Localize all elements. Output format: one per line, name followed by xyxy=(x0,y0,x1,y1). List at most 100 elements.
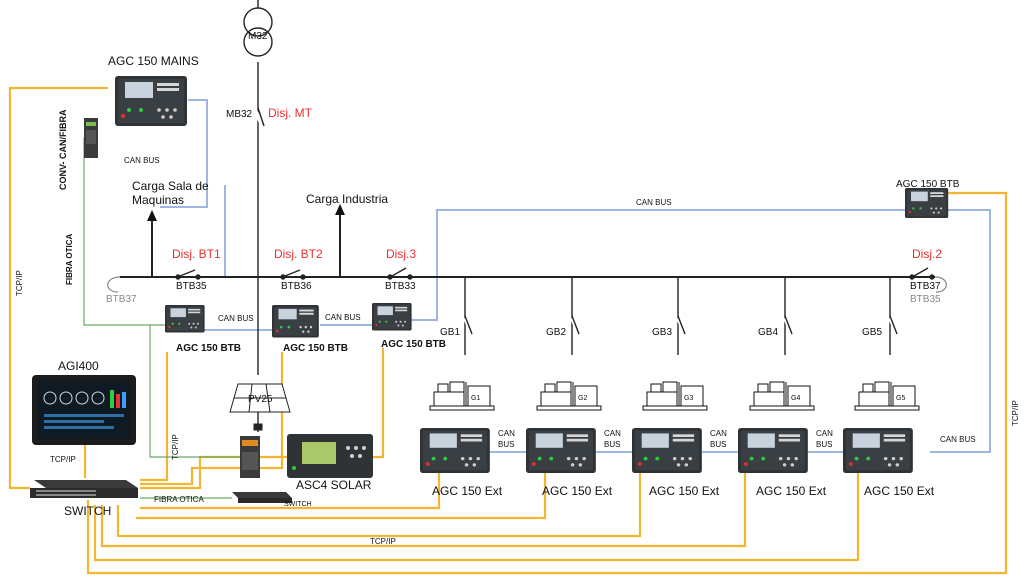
asc4-solar-controller xyxy=(287,434,373,478)
transformer-label: M32 xyxy=(248,31,268,42)
agc-150-ext-2 xyxy=(526,428,596,473)
can-fibra-converter xyxy=(84,118,98,158)
disj-3-label: Disj.3 xyxy=(386,247,416,261)
transformer-m32 xyxy=(243,0,273,57)
gb5-label: GB5 xyxy=(862,327,882,338)
genset-g5 xyxy=(854,381,920,411)
disj-mt-label: Disj. MT xyxy=(268,106,313,120)
can-bus-label-2: CAN BUS xyxy=(325,313,361,322)
labels: AGC 150 MAINS CONV- CAN/FIBRA CAN BUS Ca… xyxy=(15,54,1020,546)
tcp-ip-link-ext1 xyxy=(140,472,441,510)
arrow-carga-industria xyxy=(335,204,345,215)
can-ext-2b: BUS xyxy=(604,440,620,449)
g2-label: G2 xyxy=(578,395,587,402)
tcp-ip-bottom-label: TCP/IP xyxy=(370,537,396,546)
pv-panel xyxy=(229,383,291,431)
disj-bt2-label: Disj. BT2 xyxy=(274,247,323,261)
btb33-label: BTB33 xyxy=(385,281,416,292)
agc-ext-label-5: AGC 150 Ext xyxy=(864,484,935,498)
breaker-disj2 xyxy=(909,267,935,280)
can-bus-link-btb-right xyxy=(930,209,991,453)
busbar-loop-left xyxy=(107,276,121,293)
carga-industria-label: Carga Industria xyxy=(306,192,388,206)
g1-label: G1 xyxy=(471,395,480,402)
fibra-otica-h-label: FIBRA OTICA xyxy=(154,495,204,504)
gb3-label: GB3 xyxy=(652,327,672,338)
can-ext-3b: BUS xyxy=(710,440,726,449)
agc-btb-label-2: AGC 150 BTB xyxy=(283,343,348,354)
can-bus-top-label: CAN BUS xyxy=(636,198,672,207)
genset-g2 xyxy=(536,381,602,411)
can-bus-link-mains xyxy=(160,99,208,208)
can-ext-4b: BUS xyxy=(816,440,832,449)
btb35-right-label: BTB35 xyxy=(910,294,941,305)
tcp-ip-mid-label: TCP/IP xyxy=(171,434,180,460)
tcp-ip-link-btb2 xyxy=(140,352,284,486)
mt-breaker-switch[interactable] xyxy=(253,107,265,127)
gb4-label: GB4 xyxy=(758,327,778,338)
agi400-hmi xyxy=(32,375,136,445)
pv-converter xyxy=(240,436,260,478)
tcp-ip-agi-label: TCP/IP xyxy=(50,455,76,464)
breaker-btb36 xyxy=(280,269,306,280)
tcp-ip-link-ext5 xyxy=(93,472,860,562)
fibra-otica-vertical-label: FIBRA OTICA xyxy=(65,234,74,285)
mb32-label: MB32 xyxy=(226,109,253,120)
disj-bt1-label: Disj. BT1 xyxy=(172,247,221,261)
busbar-loop-right xyxy=(934,276,947,293)
fiber-link-btb xyxy=(149,325,247,458)
btb35-label: BTB35 xyxy=(176,281,207,292)
tcp-ip-link-ext4 xyxy=(100,472,747,548)
asc4-solar-label: ASC4 SOLAR xyxy=(296,478,372,492)
can-bus-cabling xyxy=(160,99,991,453)
generator-breakers[interactable] xyxy=(463,315,899,335)
can-ext-2a: CAN xyxy=(604,429,621,438)
can-bus-link-top xyxy=(410,209,905,321)
agc-150-ext-4 xyxy=(738,428,808,473)
disj-2-label: Disj.2 xyxy=(912,247,942,261)
agc-ext-label-4: AGC 150 Ext xyxy=(756,484,827,498)
gb1-label: GB1 xyxy=(440,327,460,338)
g3-label: G3 xyxy=(684,395,693,402)
agc-btb-label-3: AGC 150 BTB xyxy=(381,339,446,350)
breaker-btb33 xyxy=(387,267,413,280)
btb37-right-label: BTB37 xyxy=(910,281,941,292)
can-bus-ext-right-label: CAN BUS xyxy=(940,435,976,444)
agc-150-btb-right xyxy=(905,188,949,218)
agc-150-btb-2 xyxy=(272,305,319,338)
tcp-ip-link-mains xyxy=(8,86,108,490)
btb37-left-label: BTB37 xyxy=(106,294,137,305)
agc-btb-label-1: AGC 150 BTB xyxy=(176,343,241,354)
can-ext-3a: CAN xyxy=(710,429,727,438)
agc-mains-label: AGC 150 MAINS xyxy=(108,54,199,68)
g5-label: G5 xyxy=(896,395,905,402)
tcp-ip-left-label: TCP/IP xyxy=(15,270,24,296)
switch-small-label: SWITCH xyxy=(284,501,312,508)
tcp-ip-link-btb1 xyxy=(140,352,169,482)
tcp-ip-link-ext3 xyxy=(116,472,642,538)
carga-sala-label-1: Carga Sala de xyxy=(132,179,209,193)
agc-150-mains xyxy=(115,76,187,126)
conv-can-fibra-label: CONV- CAN/FIBRA xyxy=(58,109,68,190)
breaker-btb35 xyxy=(175,269,201,280)
switch-main-label: SWITCH xyxy=(64,504,111,518)
agc-150-btb-3 xyxy=(372,303,412,331)
agc-ext-label-1: AGC 150 Ext xyxy=(432,484,503,498)
agc-150-ext-3 xyxy=(632,428,702,473)
agi400-label: AGI400 xyxy=(58,359,99,373)
agc-150-ext-1 xyxy=(420,428,490,473)
can-bus-label-1: CAN BUS xyxy=(218,314,254,323)
tcp-ip-link-ext2 xyxy=(136,472,547,520)
bus-breakers[interactable] xyxy=(175,267,935,280)
can-ext-1a: CAN xyxy=(498,429,515,438)
agc-ext-label-3: AGC 150 Ext xyxy=(649,484,720,498)
pv-label: PV25 xyxy=(248,394,273,405)
agc-btb-right-label: AGC 150 BTB xyxy=(896,179,960,190)
arrow-carga-sala xyxy=(147,210,157,221)
main-network-switch xyxy=(30,480,138,498)
g4-label: G4 xyxy=(791,395,800,402)
btb36-label: BTB36 xyxy=(281,281,312,292)
tcp-ip-right-label: TCP/IP xyxy=(1011,400,1020,426)
can-bus-mains-label: CAN BUS xyxy=(124,156,160,165)
